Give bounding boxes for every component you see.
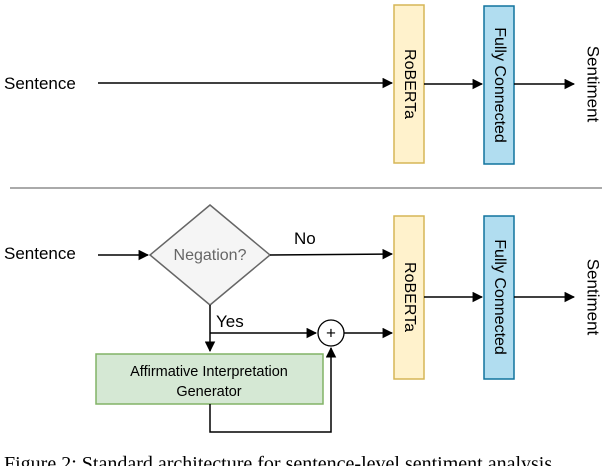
bottom-roberta-box xyxy=(393,215,425,380)
generator-label-line2: Generator xyxy=(176,384,241,400)
combine-plus-symbol: + xyxy=(326,323,336,342)
no-branch-label: No xyxy=(294,229,316,248)
bottom-fc-label: Fully Connected xyxy=(491,239,508,355)
top-pipeline: Sentence RoBERTa Fully Connected Sentime… xyxy=(4,4,603,165)
negation-decision-label: Negation? xyxy=(174,247,247,264)
top-roberta-label: RoBERTa xyxy=(401,49,418,119)
affirmative-generator-box xyxy=(95,353,324,405)
bottom-pipeline: Sentence Negation? No Yes + Affirmative … xyxy=(4,204,603,433)
bottom-roberta-label: RoBERTa xyxy=(401,262,418,332)
top-fc-box xyxy=(483,5,515,165)
top-output-label: Sentiment xyxy=(584,46,603,123)
bottom-output-label: Sentiment xyxy=(584,259,603,336)
figure-caption: Figure 2: Standard architecture for sent… xyxy=(4,453,552,466)
generator-to-plus-arrow xyxy=(209,346,337,433)
bottom-input-label: Sentence xyxy=(4,244,76,263)
no-branch-arrow xyxy=(269,248,394,260)
generator-label-line1: Affirmative Interpretation xyxy=(130,364,288,380)
top-fc-label: Fully Connected xyxy=(491,27,508,143)
yes-branch-label: Yes xyxy=(216,312,244,331)
top-input-label: Sentence xyxy=(4,74,76,93)
